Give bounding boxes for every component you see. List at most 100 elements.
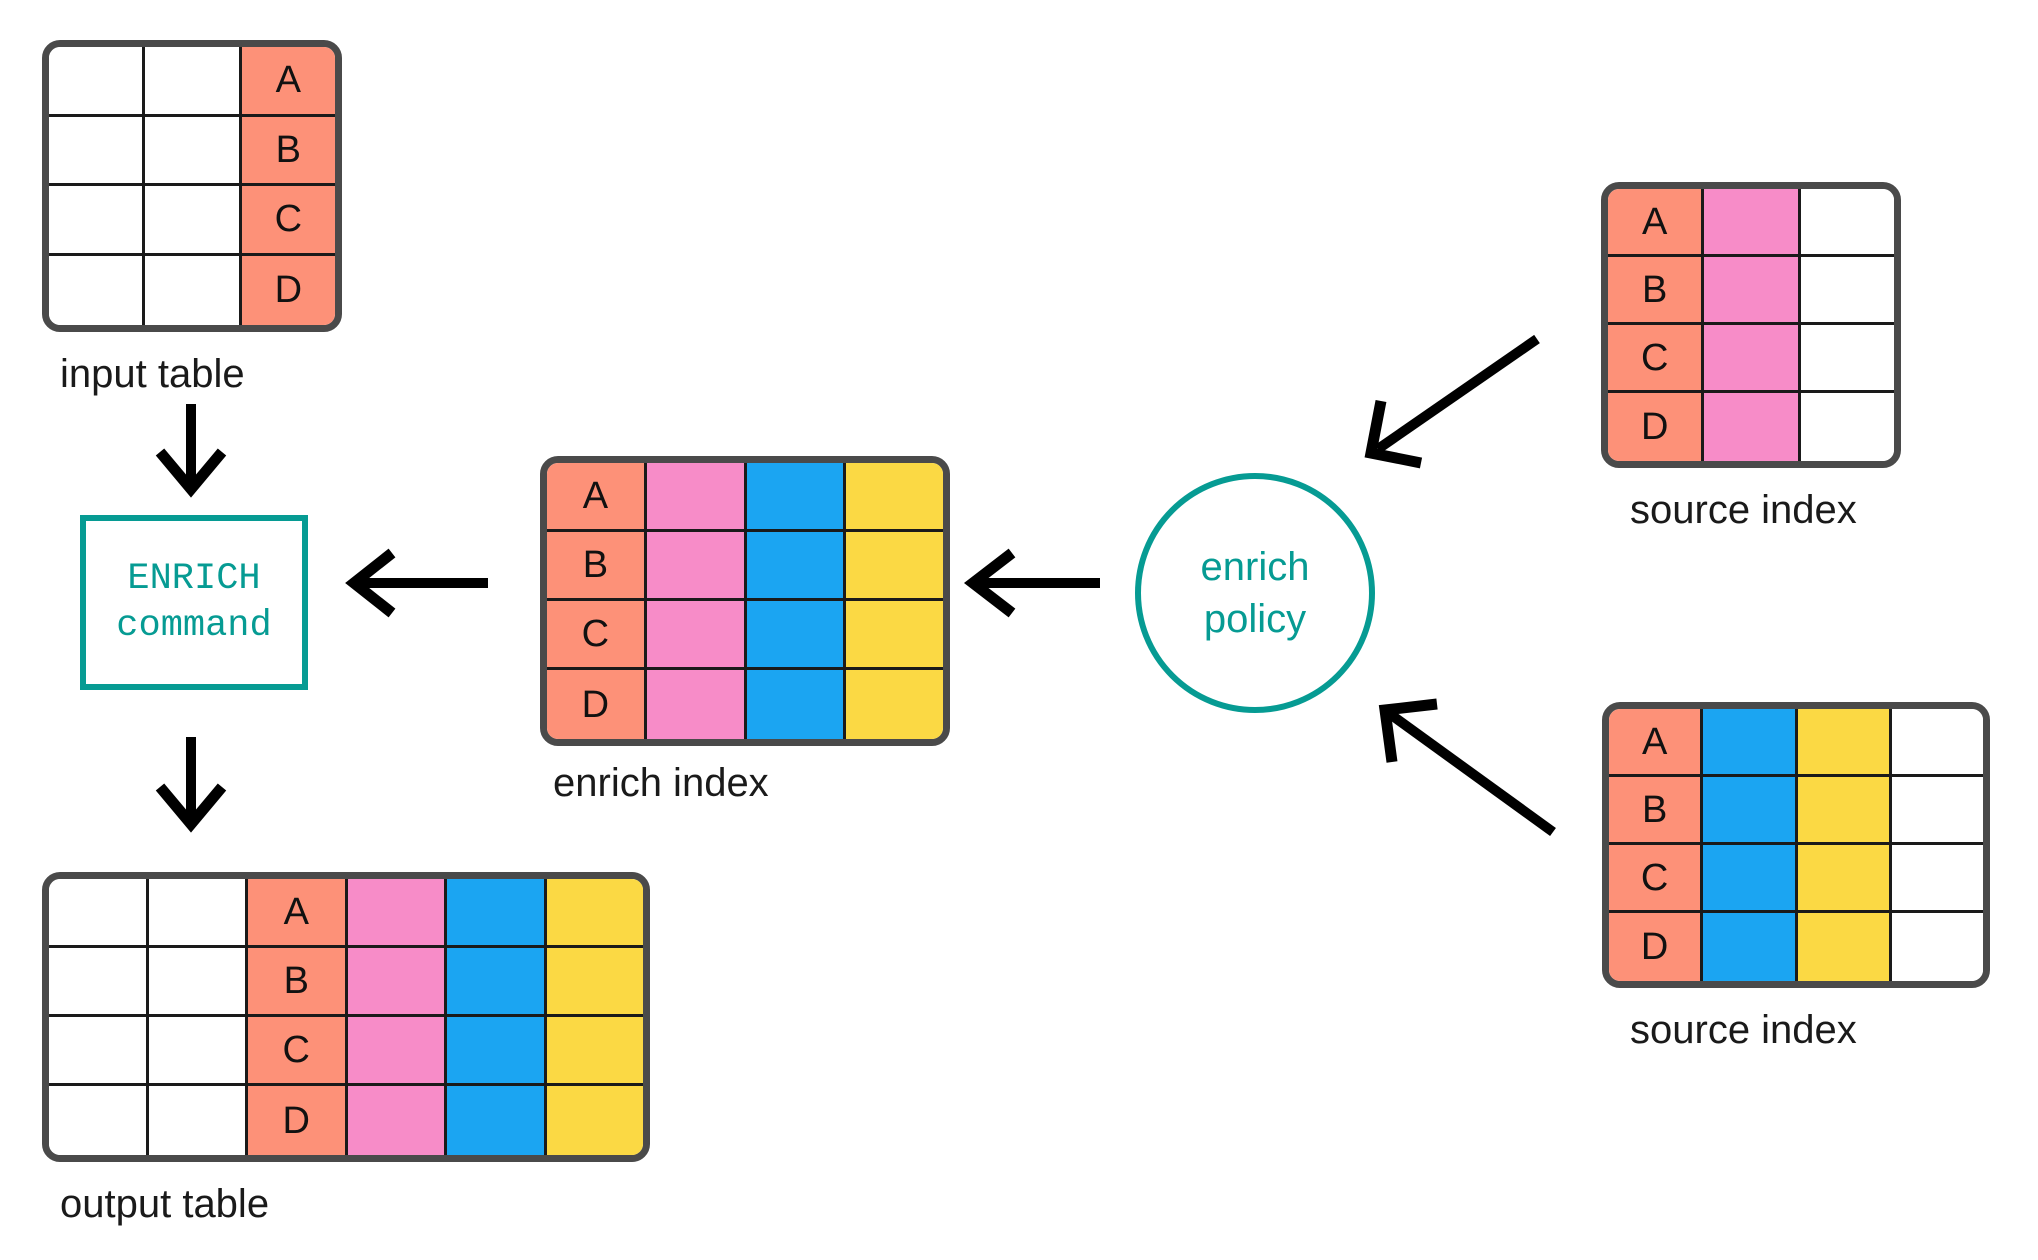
table-cell-key: A — [547, 463, 647, 532]
table-cell — [347, 1086, 447, 1155]
enrich-index-caption: enrich index — [553, 761, 769, 805]
table-row: D — [1609, 913, 1983, 981]
output-table-caption: output table — [60, 1182, 270, 1226]
table-cell — [145, 47, 242, 117]
table-cell — [148, 1017, 248, 1086]
table-cell — [1704, 189, 1801, 257]
table-cell-key: A — [1608, 189, 1705, 257]
table-cell — [546, 948, 643, 1017]
table-cell-key: B — [1608, 257, 1705, 325]
table-cell — [148, 948, 248, 1017]
table-cell — [49, 1086, 149, 1155]
table-cell — [347, 879, 447, 948]
table-cell — [1797, 709, 1892, 777]
table-cell-key: D — [248, 1086, 348, 1155]
arrow-enrich-command-to-output-table — [155, 737, 227, 833]
table-cell — [546, 1086, 643, 1155]
table-cell-key: C — [241, 186, 335, 256]
table-cell — [49, 879, 149, 948]
table-row: C — [1609, 845, 1983, 913]
table-cell — [646, 532, 747, 601]
input-table: A B C D — [42, 40, 342, 332]
enrich-policy-line-1: enrich — [1200, 545, 1310, 589]
table-cell — [746, 670, 847, 739]
arrow-enrich-policy-to-enrich-index — [963, 548, 1100, 618]
arrow-input-table-to-enrich-command — [155, 404, 227, 498]
table-cell — [846, 463, 943, 532]
table-cell — [1891, 709, 1983, 777]
table-cell — [49, 1017, 149, 1086]
table-cell-key: D — [241, 255, 335, 325]
output-table: A B C D — [42, 872, 650, 1162]
enrich-policy-circle[interactable]: enrich policy — [1135, 473, 1375, 713]
table-row: C — [547, 601, 943, 670]
table-cell — [49, 116, 146, 186]
table-cell — [49, 47, 146, 117]
table-cell-key: C — [1609, 845, 1704, 913]
table-cell-key: B — [547, 532, 647, 601]
table-cell — [49, 948, 149, 1017]
table-cell — [846, 670, 943, 739]
table-cell — [145, 186, 242, 256]
source-index-top-caption: source index — [1630, 488, 1857, 532]
table-row: A — [1609, 709, 1983, 777]
table-cell-key: D — [1609, 913, 1704, 981]
table-cell-key: D — [1608, 393, 1705, 461]
table-cell — [1800, 325, 1894, 393]
table-cell — [49, 186, 146, 256]
table-cell-key: C — [1608, 325, 1705, 393]
table-cell — [746, 601, 847, 670]
source-index-bottom-caption: source index — [1630, 1008, 1857, 1052]
table-cell-key: C — [547, 601, 647, 670]
table-cell — [145, 255, 242, 325]
table-row: D — [49, 255, 335, 325]
table-cell — [447, 948, 547, 1017]
table-cell — [148, 1086, 248, 1155]
table-cell — [1800, 393, 1894, 461]
table-cell — [546, 1017, 643, 1086]
table-cell — [347, 1017, 447, 1086]
table-cell — [1703, 709, 1798, 777]
table-cell-key: D — [547, 670, 647, 739]
table-cell-key: A — [1609, 709, 1704, 777]
table-cell — [646, 670, 747, 739]
table-cell — [447, 879, 547, 948]
table-row: C — [49, 1017, 643, 1086]
table-cell — [1703, 845, 1798, 913]
table-cell — [1703, 777, 1798, 845]
input-table-caption: input table — [60, 352, 245, 396]
table-cell — [1891, 913, 1983, 981]
table-cell — [746, 532, 847, 601]
table-row: D — [547, 670, 943, 739]
table-row: B — [547, 532, 943, 601]
table-cell-key: B — [1609, 777, 1704, 845]
arrow-source-index-top-to-enrich-policy — [1364, 334, 1540, 469]
table-cell-key: A — [248, 879, 348, 948]
table-cell — [846, 532, 943, 601]
source-index-top-table: A B C D — [1601, 182, 1901, 468]
enrich-command-box[interactable]: ENRICH command — [80, 515, 308, 690]
table-cell — [447, 1017, 547, 1086]
table-cell — [145, 116, 242, 186]
table-cell — [1797, 777, 1892, 845]
enrich-policy-line-2: policy — [1203, 597, 1307, 641]
table-row: D — [49, 1086, 643, 1155]
table-cell — [546, 879, 643, 948]
table-cell-key: B — [248, 948, 348, 1017]
enrich-command-line-1: ENRICH — [127, 558, 261, 601]
table-row: B — [49, 948, 643, 1017]
table-cell — [1891, 845, 1983, 913]
table-row: D — [1608, 393, 1894, 461]
table-row: B — [1609, 777, 1983, 845]
table-cell — [846, 601, 943, 670]
table-row: C — [1608, 325, 1894, 393]
table-cell — [1800, 257, 1894, 325]
table-cell — [49, 255, 146, 325]
table-cell — [347, 948, 447, 1017]
source-index-bottom-table: A B C D — [1602, 702, 1990, 988]
table-cell — [1797, 845, 1892, 913]
table-row: A — [547, 463, 943, 532]
table-cell-key: A — [241, 47, 335, 117]
table-cell — [646, 463, 747, 532]
